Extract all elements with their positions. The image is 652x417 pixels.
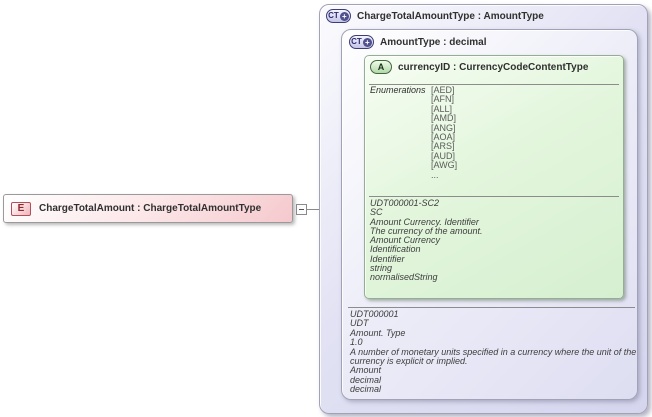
outer-type-title: ChargeTotalAmountType : AmountType [357,10,544,22]
expand-icon[interactable]: + [339,11,349,21]
annotation-line: Amount. Type [350,327,406,338]
inner-type-annotation: UDT000001 UDT Amount. Type 1.0 A number … [350,309,637,395]
annotation-line: Identifier [370,253,405,264]
enumerations-label: Enumerations [370,85,426,95]
inner-type-title: AmountType : decimal [380,36,487,48]
element-label: ChargeTotalAmount : ChargeTotalAmountTyp… [39,203,262,214]
annotation-line: Amount [350,365,382,376]
enum-value: [AFN] [431,94,455,105]
annotation-line: string [370,263,393,274]
enumerations-block: Enumerations [AED] [AFN] [ALL] [AMD] [AN… [370,85,458,180]
annotation-line: 1.0 [350,337,363,348]
annotation-line: normalisedString [370,272,438,283]
annotation-line: decimal [350,374,382,385]
enum-value: [AMD] [431,113,457,124]
enum-value: [ALL] [431,103,453,114]
attribute-title: currencyID : CurrencyCodeContentType [398,61,589,73]
enum-value: [ARS] [431,141,455,152]
attribute-annotation: UDT000001-SC2 SC Amount Currency. Identi… [370,198,618,283]
outer-type-header[interactable]: CT + ChargeTotalAmountType : AmountType [326,9,544,23]
complex-type-icon: CT + [326,9,351,23]
annotation-line: Identification [370,244,421,255]
attribute-icon: A [370,60,392,74]
complex-type-icon: CT + [349,35,374,49]
annotation-line: The currency of the amount. [370,225,483,236]
annotation-line: SC [370,207,383,218]
separator [369,196,619,197]
annotation-line: Amount Currency [370,235,441,246]
annotation-line: Amount Currency. Identifier [370,216,479,227]
complextype-box-chargetotalamounttype: CT + ChargeTotalAmountType : AmountType … [319,4,648,414]
element-box-chargetotalamount[interactable]: E ChargeTotalAmount : ChargeTotalAmountT… [3,194,293,223]
annotation-line: A number of monetary units specified in … [350,346,637,367]
separator [369,84,619,85]
complex-type-icon-label: CT [328,11,339,20]
annotation-line: UDT [350,318,369,329]
expand-icon[interactable]: + [362,37,372,47]
annotation-line: UDT000001 [350,309,399,319]
element-icon: E [11,201,31,216]
enum-value: [AWG] [431,160,458,171]
enum-value: ... [431,169,439,180]
annotation-line: UDT000001-SC2 [370,198,440,208]
complextype-box-amounttype: CT + AmountType : decimal A currencyID :… [341,29,638,400]
enumerations-list: [AED] [AFN] [ALL] [AMD] [ANG] [AOA] [ARS… [431,85,458,180]
attribute-box-currencyid: A currencyID : CurrencyCodeContentType E… [364,55,624,299]
enum-value: [ANG] [431,122,456,133]
annotation-line: decimal [350,384,382,395]
collapse-toggle-icon[interactable] [296,204,307,215]
enum-value: [AED] [431,85,455,95]
separator [348,307,635,308]
complex-type-icon-label: CT [351,37,362,46]
enum-value: [AOA] [431,132,456,143]
attribute-header[interactable]: A currencyID : CurrencyCodeContentType [370,60,588,74]
enum-value: [AUD] [431,150,456,161]
minus-icon [299,209,304,210]
inner-type-header[interactable]: CT + AmountType : decimal [349,35,487,49]
